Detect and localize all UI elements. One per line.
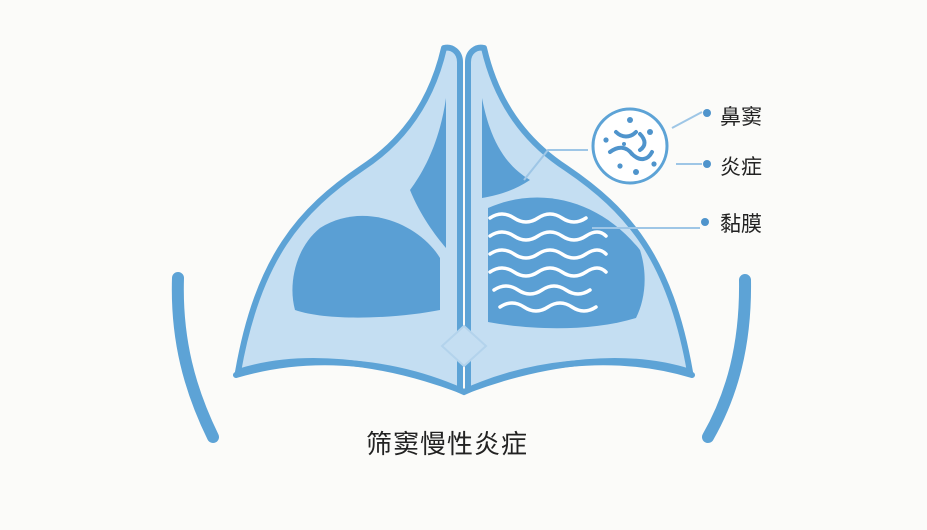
label-sinus: 鼻窦 (720, 105, 762, 129)
diagram-caption: 筛窦慢性炎症 (366, 430, 529, 460)
label-mucosa: 黏膜 (720, 212, 762, 236)
dot-sinus (703, 109, 711, 117)
bacteria-icon (591, 107, 669, 185)
left-bracket (171, 272, 219, 443)
base-arc (233, 359, 695, 396)
center-diamond (440, 324, 488, 368)
right-upper-cell (482, 98, 530, 198)
dot-inflammation (703, 160, 711, 168)
left-cavity (292, 215, 440, 318)
left-upper-cell (410, 98, 446, 248)
dot-mucosa (701, 218, 709, 226)
leader-lines (523, 111, 703, 229)
mucosa-wave-icon (488, 212, 608, 313)
label-inflammation: 炎症 (720, 155, 762, 179)
right-bracket (702, 274, 752, 443)
